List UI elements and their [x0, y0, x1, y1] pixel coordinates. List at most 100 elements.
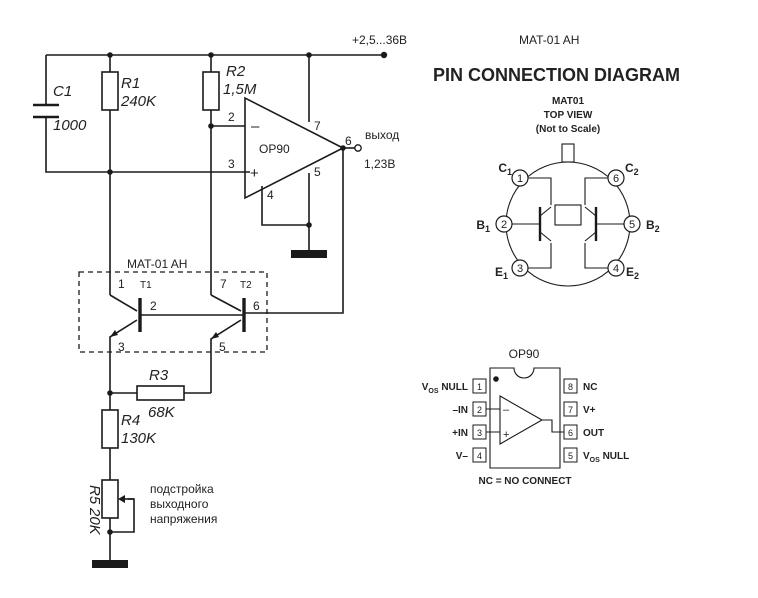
- mat01-pin-circle: [511, 259, 529, 277]
- pin-label: 7: [220, 277, 227, 291]
- trim-note-line: подстройка: [150, 482, 214, 496]
- t2-collector: [210, 294, 242, 312]
- r4-resistor: [101, 409, 119, 449]
- pin-label: 7: [314, 119, 321, 133]
- mat01-pin-number: 4: [613, 263, 619, 275]
- op90-pin-number: 7: [568, 405, 573, 415]
- op90-pin-box: [563, 378, 578, 394]
- op90-pin-number: 2: [477, 405, 482, 415]
- pin-name-main: E: [626, 265, 634, 279]
- op90-pin-box: [563, 424, 578, 440]
- pin-name-main: C: [625, 161, 634, 175]
- pin-name-main: V: [583, 451, 590, 462]
- pin-name-main: C: [498, 161, 507, 175]
- mat01-tab: [561, 143, 575, 163]
- pin-label: 4: [267, 188, 274, 202]
- op90-dip-amplifier: [499, 395, 544, 445]
- t2-emitter-arrow: [211, 332, 219, 339]
- output-label: выход: [365, 128, 399, 142]
- junction-dot: [208, 123, 214, 129]
- t1-emitter-arrow: [110, 330, 118, 337]
- c1-name: C1: [53, 83, 72, 100]
- op90-dip-title: OP90: [509, 347, 540, 361]
- op90-triangle: [244, 96, 345, 200]
- op90-dip-plus: +: [503, 429, 509, 441]
- pin-name-main: OUT: [583, 428, 604, 439]
- output-voltage: 1,23В: [364, 157, 395, 171]
- supply-terminal: [380, 51, 388, 59]
- r1-value: 240K: [120, 93, 157, 110]
- r5-wiper-wires: [109, 498, 135, 560]
- t1-label: T1: [140, 280, 152, 291]
- junction-dot: [107, 529, 113, 535]
- r3-resistor: [136, 385, 185, 401]
- r4-name: R4: [121, 412, 140, 429]
- pin-name: C1: [498, 161, 512, 177]
- nc-note: NC = NO CONNECT: [478, 476, 571, 487]
- mat01-pin-circle: [623, 215, 641, 233]
- pin-name: +IN: [452, 428, 468, 439]
- r4-value: 130K: [121, 430, 157, 447]
- r2-resistor: [202, 71, 220, 111]
- mat01-view: TOP VIEW: [544, 110, 593, 121]
- mat01-pin-circle: [607, 259, 625, 277]
- r3-value: 68K: [148, 404, 176, 421]
- pin-name: NC: [583, 382, 597, 393]
- r5-wiper-arrow: [118, 495, 125, 503]
- pin-name: E1: [495, 265, 508, 281]
- t1-collector: [109, 294, 138, 312]
- pin-name-main: –IN: [452, 405, 468, 416]
- pin-diagram-title: PIN CONNECTION DIAGRAM: [433, 65, 680, 85]
- pin-name-main: B: [646, 218, 655, 232]
- r5-resistor: [101, 479, 119, 519]
- pin-name: V–: [456, 451, 469, 462]
- op90-pin-box: [472, 378, 487, 394]
- op90-pin-box: [563, 401, 578, 417]
- pin-name-sub: 1: [485, 224, 490, 234]
- pin-name-sub: 1: [503, 271, 508, 281]
- pin-name: OUT: [583, 428, 604, 439]
- op90-pin-box: [472, 401, 487, 417]
- junction-dot: [107, 390, 113, 396]
- pin-name: B1: [476, 218, 490, 234]
- mat01-pin-circle: [495, 215, 513, 233]
- supply-label: +2,5...36В: [352, 33, 407, 47]
- pin-label: 3: [228, 157, 235, 171]
- mat01-q2-ce: [584, 206, 597, 242]
- trim-note-line: напряжения: [150, 512, 217, 526]
- op90-dip-internal-wires: [486, 408, 564, 433]
- op90-pin-number: 5: [568, 451, 573, 461]
- mat01-pin-number: 2: [501, 219, 507, 231]
- op90-pin-box: [563, 447, 578, 463]
- op90-pin1-marker: [493, 376, 499, 382]
- pin-name-suffix: NULL: [439, 382, 468, 393]
- pin-name-main: E: [495, 265, 503, 279]
- pin-name-sub: 1: [507, 167, 512, 177]
- feedback-wire: [244, 148, 344, 314]
- r1-name: R1: [121, 75, 140, 92]
- mat01-pin-number: 3: [517, 263, 523, 275]
- pin-name-main: B: [476, 218, 485, 232]
- pin-name: VOS NULL: [583, 451, 629, 464]
- pin-name: C2: [625, 161, 639, 177]
- circuit-schematic: +2,5...36В C1 1000 R1 240K R2 1,5M – + O…: [33, 33, 407, 568]
- part-header: MAT-01 AH: [519, 33, 579, 47]
- op90-pin-number: 6: [568, 428, 573, 438]
- pin-name: VOS NULL: [422, 382, 468, 395]
- op90-pin-number: 3: [477, 428, 482, 438]
- r5-name: R5: [86, 485, 103, 505]
- mat01-package-box: [78, 271, 268, 353]
- pin-name-main: +IN: [452, 428, 468, 439]
- op90-minus-sign: –: [251, 118, 260, 135]
- mat01-title: MAT01: [552, 96, 584, 107]
- op90-label: OP90: [259, 142, 290, 156]
- op90-ground-wires: [261, 173, 310, 250]
- junction-dot: [306, 222, 312, 228]
- mat01-pin-number: 6: [613, 173, 619, 185]
- pin-name-sub: OS: [428, 388, 438, 395]
- pin-label: 3: [118, 340, 125, 354]
- pin-label: 6: [253, 299, 260, 313]
- pin-name-main: V: [422, 382, 429, 393]
